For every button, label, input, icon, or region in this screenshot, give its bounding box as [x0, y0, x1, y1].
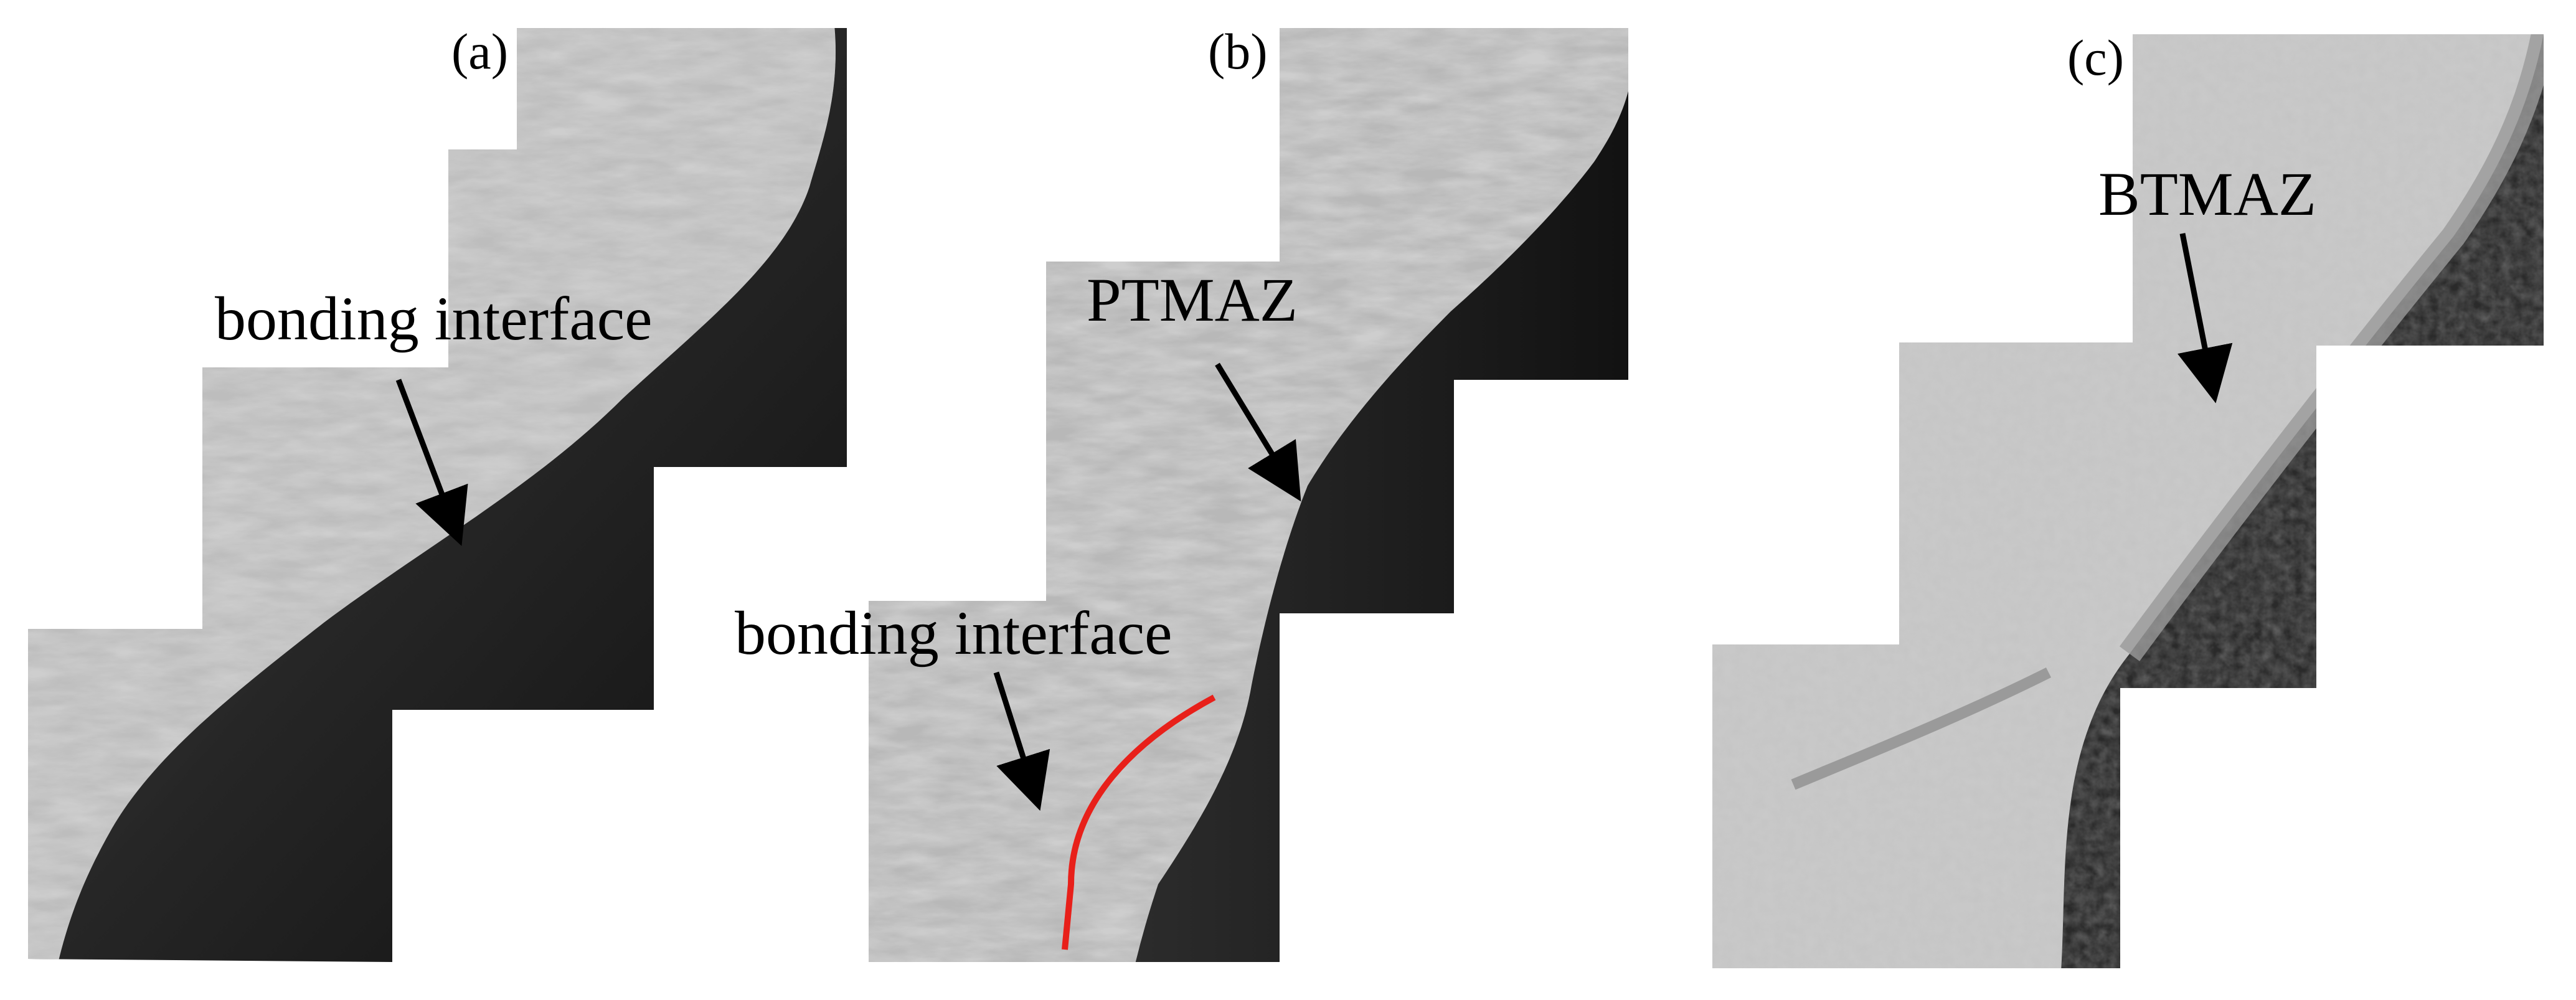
panel-a: (a) bonding interface — [28, 23, 847, 962]
interface-curve — [1062, 694, 1216, 950]
annotation-bonding-interface-b: bonding interface — [735, 598, 1172, 667]
arrow-bonding-interface-b — [993, 671, 1050, 811]
micrograph-c — [1712, 34, 2544, 968]
arrow-a — [395, 379, 468, 546]
annotation-btmaz: BTMAZ — [2098, 159, 2316, 229]
panel-b: (b) PTMAZ bonding interface — [735, 23, 1628, 962]
arrow-ptmaz — [1215, 362, 1301, 502]
annotation-ptmaz: PTMAZ — [1087, 265, 1298, 334]
panel-c: (c) BTMAZ — [1712, 29, 2544, 968]
micrograph-b — [869, 28, 1628, 962]
arrow-btmaz — [2177, 233, 2233, 403]
panel-label-b: (b) — [1208, 23, 1268, 80]
annotation-bonding-interface-a: bonding interface — [215, 284, 653, 353]
panel-label-a: (a) — [451, 23, 508, 80]
panel-label-c: (c) — [2067, 29, 2124, 86]
micrograph-a — [28, 28, 847, 962]
